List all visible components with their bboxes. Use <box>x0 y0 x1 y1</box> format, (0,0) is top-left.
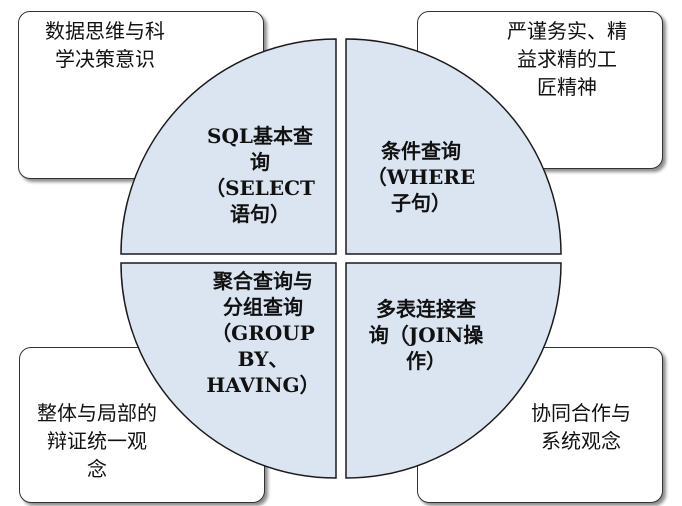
corner-text-top-left: 数据思维与科 学决策意识 <box>45 19 165 71</box>
quadrant-text-bottom-right: 多表连接查 询（JOIN操 作） <box>368 297 484 373</box>
quadrant-text-bottom-left: 聚合查询与 分组查询 （GROUP BY、 HAVING） <box>206 269 320 397</box>
quadrant-text-top-right: 条件查询 （WHERE 子句） <box>366 139 476 215</box>
corner-text-bottom-left: 整体与局部的 辩证统一观 念 <box>37 401 157 481</box>
corner-text-top-right: 严谨务实、精 益求精的工 匠精神 <box>507 19 627 99</box>
corner-text-bottom-right: 协同合作与 系统观念 <box>531 401 631 453</box>
quadrant-bottom-right <box>345 262 562 479</box>
quadrant-top-right <box>345 38 562 255</box>
quadrant-text-top-left: SQL基本查 询 （SELECT 语句） <box>205 124 315 226</box>
quadrant-top-left <box>120 38 337 255</box>
quadrant-bottom-left <box>120 262 337 479</box>
